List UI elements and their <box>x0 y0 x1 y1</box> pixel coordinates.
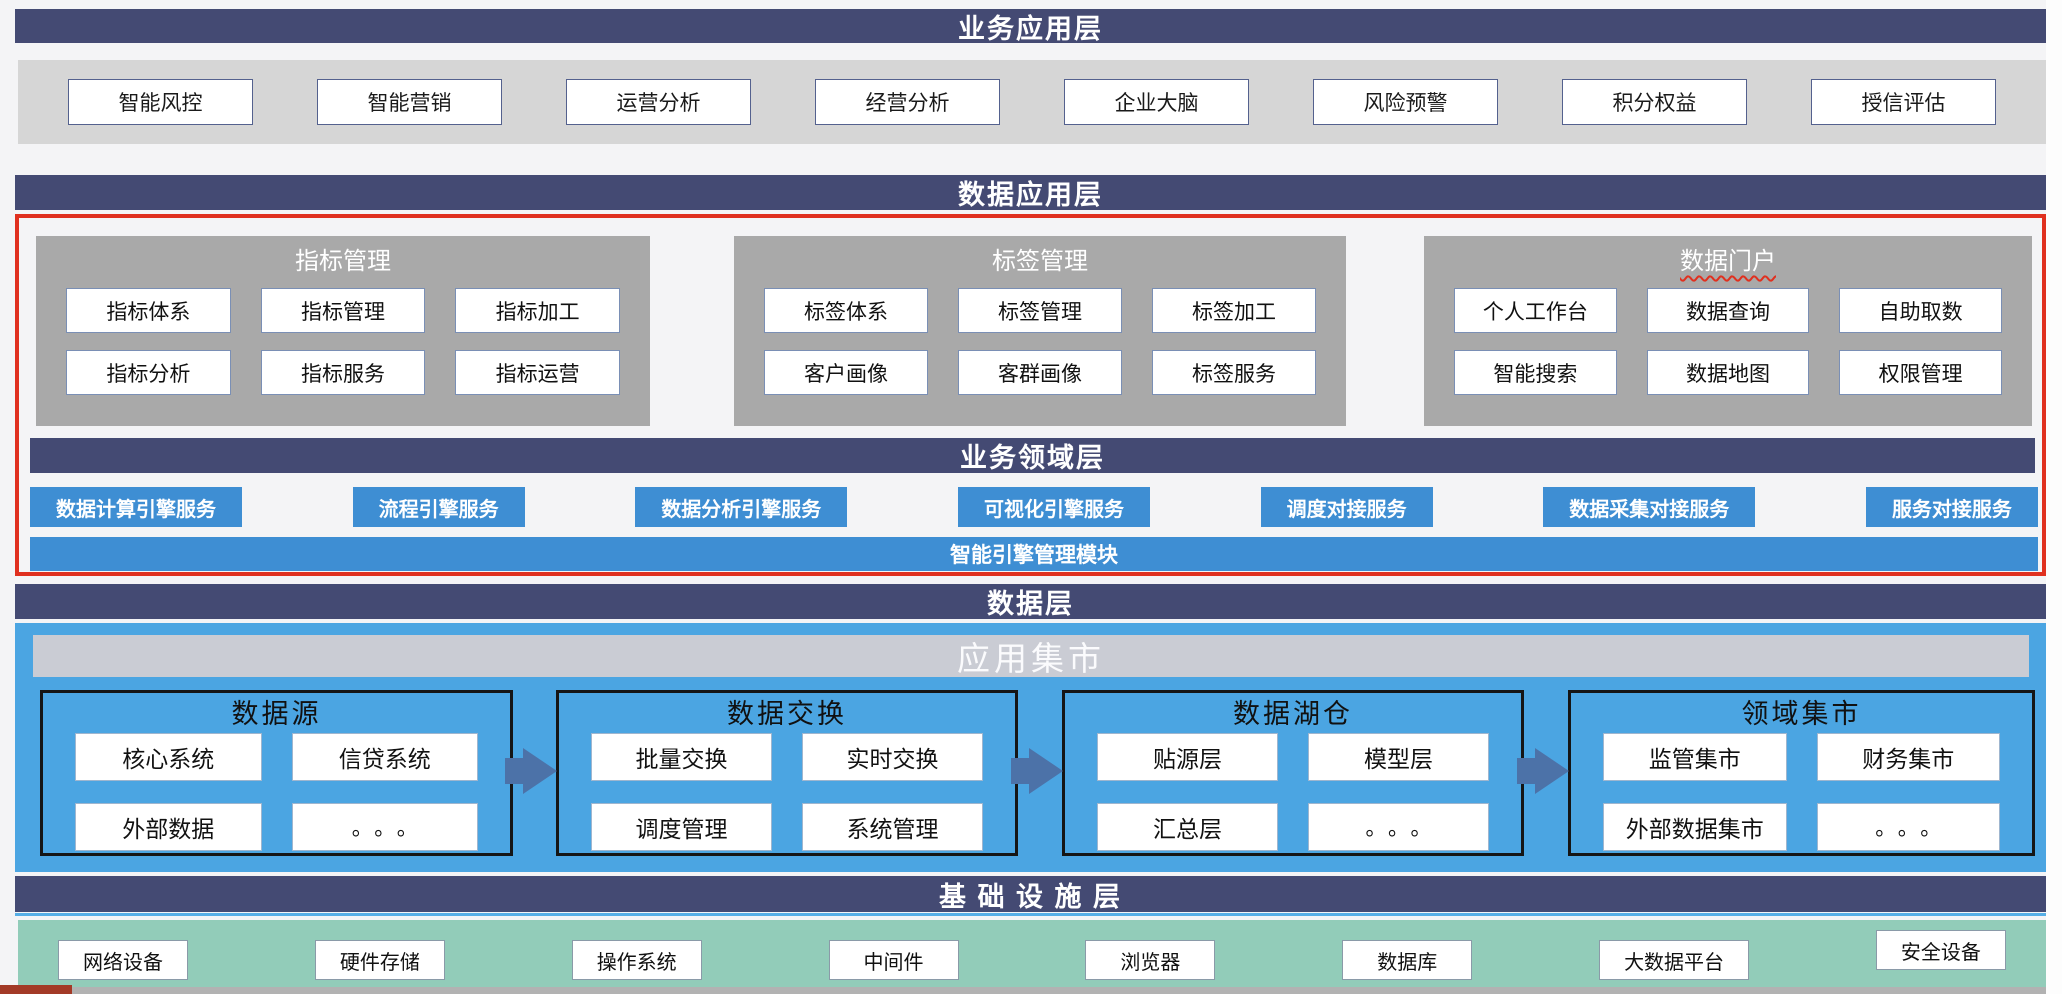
panel-title: 数据湖仓 <box>1233 699 1353 729</box>
infrastructure-band: 网络设备 硬件存储 操作系统 中间件 浏览器 数据库 大数据平台 安全设备 <box>18 920 2046 988</box>
panel-item: 数据地图 <box>1646 350 1810 395</box>
panel-grid: 标签体系 标签管理 标签加工 客户画像 客群画像 标签服务 <box>734 286 1346 395</box>
flow-arrow-icon <box>1011 748 1063 794</box>
infra-item: 浏览器 <box>1085 940 1216 980</box>
panel-item: 指标体系 <box>66 288 231 333</box>
app-item: 运营分析 <box>566 79 751 125</box>
panel-item: 核心系统 <box>75 733 262 781</box>
panel-item: 客户画像 <box>764 350 928 395</box>
panel-item: 指标加工 <box>455 288 620 333</box>
panel-title-text: 数据门户 <box>1680 248 1776 275</box>
panel-item: 数据查询 <box>1646 288 1810 333</box>
panel-item: 指标分析 <box>66 350 231 395</box>
panel-title: 指标管理 <box>295 248 391 275</box>
panel-data-portal: 数据门户 个人工作台 数据查询 自助取数 智能搜索 数据地图 权限管理 <box>1424 236 2032 426</box>
app-item: 智能风控 <box>68 79 253 125</box>
service-item: 可视化引擎服务 <box>957 487 1150 527</box>
panel-item-ellipsis: 。。。 <box>1816 803 2000 851</box>
panel-item: 汇总层 <box>1097 803 1278 851</box>
panel-item: 监管集市 <box>1603 733 1787 781</box>
panel-grid: 贴源层 模型层 汇总层 。。。 <box>1065 731 1521 851</box>
data-layer-header: 数据层 <box>15 584 2046 619</box>
service-item: 服务对接服务 <box>1865 487 2038 527</box>
panel-item: 个人工作台 <box>1454 288 1617 333</box>
service-item: 调度对接服务 <box>1260 487 1433 527</box>
highlight-red-outline <box>15 214 2046 576</box>
app-item: 授信评估 <box>1811 79 1996 125</box>
panel-item: 客群画像 <box>958 350 1122 395</box>
app-item: 积分权益 <box>1562 79 1747 125</box>
panel-grid: 批量交换 实时交换 调度管理 系统管理 <box>559 731 1015 851</box>
panel-item: 外部数据 <box>75 803 262 851</box>
panel-grid: 个人工作台 数据查询 自助取数 智能搜索 数据地图 权限管理 <box>1424 286 2032 395</box>
panel-item: 系统管理 <box>802 803 983 851</box>
panel-grid: 核心系统 信贷系统 外部数据 。。。 <box>43 731 510 851</box>
bottom-strip <box>0 987 2062 994</box>
infra-item: 安全设备 <box>1875 930 2006 970</box>
infra-item: 操作系统 <box>571 940 702 980</box>
bottom-red-fragment <box>0 985 72 994</box>
panel-item: 标签管理 <box>958 288 1122 333</box>
panel-item: 外部数据集市 <box>1603 803 1787 851</box>
header-accent-line <box>15 913 2046 916</box>
panel-item: 指标服务 <box>260 350 426 395</box>
panel-grid: 监管集市 财务集市 外部数据集市 。。。 <box>1571 731 2032 851</box>
panel-item: 批量交换 <box>591 733 772 781</box>
panel-metric-management: 指标管理 指标体系 指标管理 指标加工 指标分析 指标服务 指标运营 <box>36 236 650 426</box>
service-item: 流程引擎服务 <box>352 487 525 527</box>
data-app-layer-header: 数据应用层 <box>15 175 2046 210</box>
app-item: 企业大脑 <box>1064 79 1249 125</box>
engine-services-row: 数据计算引擎服务 流程引擎服务 数据分析引擎服务 可视化引擎服务 调度对接服务 … <box>30 487 2038 527</box>
panel-item: 财务集市 <box>1816 733 2000 781</box>
infra-item: 中间件 <box>828 940 959 980</box>
infra-item: 数据库 <box>1342 940 1473 980</box>
panel-item: 智能搜索 <box>1454 350 1617 395</box>
panel-item: 模型层 <box>1308 733 1489 781</box>
app-item: 经营分析 <box>815 79 1000 125</box>
panel-data-exchange: 数据交换 批量交换 实时交换 调度管理 系统管理 <box>556 690 1018 856</box>
panel-domain-mart: 领域集市 监管集市 财务集市 外部数据集市 。。。 <box>1568 690 2035 856</box>
panel-item: 指标运营 <box>455 350 620 395</box>
panel-title: 标签管理 <box>992 248 1088 275</box>
panel-item-ellipsis: 。。。 <box>291 803 478 851</box>
panel-item: 标签服务 <box>1152 350 1316 395</box>
infra-item: 大数据平台 <box>1599 940 1750 980</box>
panel-item: 指标管理 <box>260 288 426 333</box>
application-mart-bar: 应用集市 <box>33 635 2029 678</box>
flow-arrow-icon <box>505 748 557 794</box>
service-item: 数据采集对接服务 <box>1543 487 1756 527</box>
panel-title: 数据门户 <box>1424 236 2032 286</box>
app-item: 风险预警 <box>1313 79 1498 125</box>
panel-item: 调度管理 <box>591 803 772 851</box>
business-app-band: 智能风控 智能营销 运营分析 经营分析 企业大脑 风险预警 积分权益 授信评估 <box>18 60 2046 144</box>
panel-item: 贴源层 <box>1097 733 1278 781</box>
business-domain-layer-header: 业务领域层 <box>30 438 2035 473</box>
service-item: 数据计算引擎服务 <box>30 487 242 527</box>
panel-data-source: 数据源 核心系统 信贷系统 外部数据 。。。 <box>40 690 513 856</box>
infra-item: 硬件存储 <box>314 940 445 980</box>
service-item: 数据分析引擎服务 <box>635 487 848 527</box>
infrastructure-layer-header: 基 础 设 施 层 <box>15 876 2046 912</box>
panel-item: 标签加工 <box>1152 288 1316 333</box>
panel-item-ellipsis: 。。。 <box>1308 803 1489 851</box>
panel-item: 实时交换 <box>802 733 983 781</box>
panel-item: 权限管理 <box>1839 350 2002 395</box>
panel-grid: 指标体系 指标管理 指标加工 指标分析 指标服务 指标运营 <box>36 286 650 395</box>
engine-management-bar: 智能引擎管理模块 <box>30 537 2038 571</box>
panel-item: 信贷系统 <box>291 733 478 781</box>
panel-item: 标签体系 <box>764 288 928 333</box>
app-item: 智能营销 <box>317 79 502 125</box>
flow-arrow-icon <box>1517 748 1569 794</box>
infra-item: 网络设备 <box>58 940 188 980</box>
panel-title: 领域集市 <box>1741 699 1862 729</box>
panel-tag-management: 标签管理 标签体系 标签管理 标签加工 客户画像 客群画像 标签服务 <box>734 236 1346 426</box>
right-margin <box>2046 0 2062 994</box>
panel-item: 自助取数 <box>1839 288 2002 333</box>
business-app-layer-header: 业务应用层 <box>15 9 2046 44</box>
panel-title: 数据源 <box>231 699 322 729</box>
panel-data-lakehouse: 数据湖仓 贴源层 模型层 汇总层 。。。 <box>1062 690 1524 856</box>
panel-title: 数据交换 <box>727 699 847 729</box>
